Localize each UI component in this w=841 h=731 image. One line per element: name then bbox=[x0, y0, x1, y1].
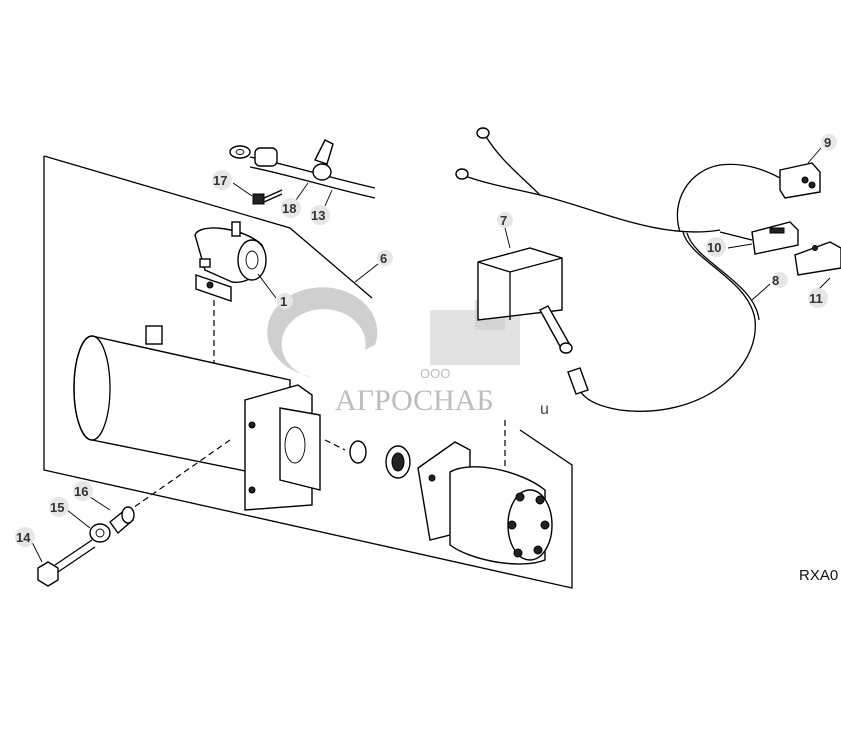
callout-18: 18 bbox=[282, 201, 296, 216]
leader-lines bbox=[31, 147, 831, 563]
solenoid bbox=[194, 221, 267, 302]
callout-11: 11 bbox=[809, 291, 823, 306]
callout-1: 1 bbox=[280, 294, 287, 309]
wire-harness bbox=[455, 127, 781, 412]
callout-8: 8 bbox=[772, 273, 779, 288]
bolt-17 bbox=[252, 189, 283, 205]
callout-17: 17 bbox=[213, 173, 227, 188]
watermark-suffix: u bbox=[540, 401, 549, 418]
connector-9 bbox=[779, 162, 821, 199]
coupling bbox=[349, 440, 411, 479]
callout-7: 7 bbox=[500, 213, 507, 228]
starter-motor bbox=[73, 325, 321, 511]
module-7 bbox=[477, 247, 573, 354]
connector-11 bbox=[794, 241, 841, 276]
callout-15: 15 bbox=[50, 500, 64, 515]
reference-code: RXA0 bbox=[799, 567, 838, 584]
battery-cable bbox=[229, 139, 376, 199]
callout-10: 10 bbox=[707, 240, 721, 255]
spacer-16 bbox=[109, 506, 135, 535]
callout-labels: 1 6 7 8 9 10 11 13 14 15 16 17 18 bbox=[15, 134, 837, 547]
callout-9: 9 bbox=[824, 135, 831, 150]
callout-13: 13 bbox=[311, 208, 325, 223]
bolt-14 bbox=[37, 539, 96, 587]
assembly-outline bbox=[43, 155, 573, 589]
callout-14: 14 bbox=[16, 530, 31, 545]
shaft-line bbox=[324, 439, 346, 451]
watermark-prefix: ООО bbox=[420, 366, 450, 381]
motor-bolt-line bbox=[129, 439, 231, 511]
watermark-name: АГРОСНАБ bbox=[335, 384, 494, 417]
connector-10 bbox=[751, 221, 799, 255]
washer-15 bbox=[89, 523, 111, 543]
callout-6: 6 bbox=[380, 251, 387, 266]
callout-16: 16 bbox=[74, 484, 88, 499]
hydraulic-pump bbox=[417, 441, 553, 565]
